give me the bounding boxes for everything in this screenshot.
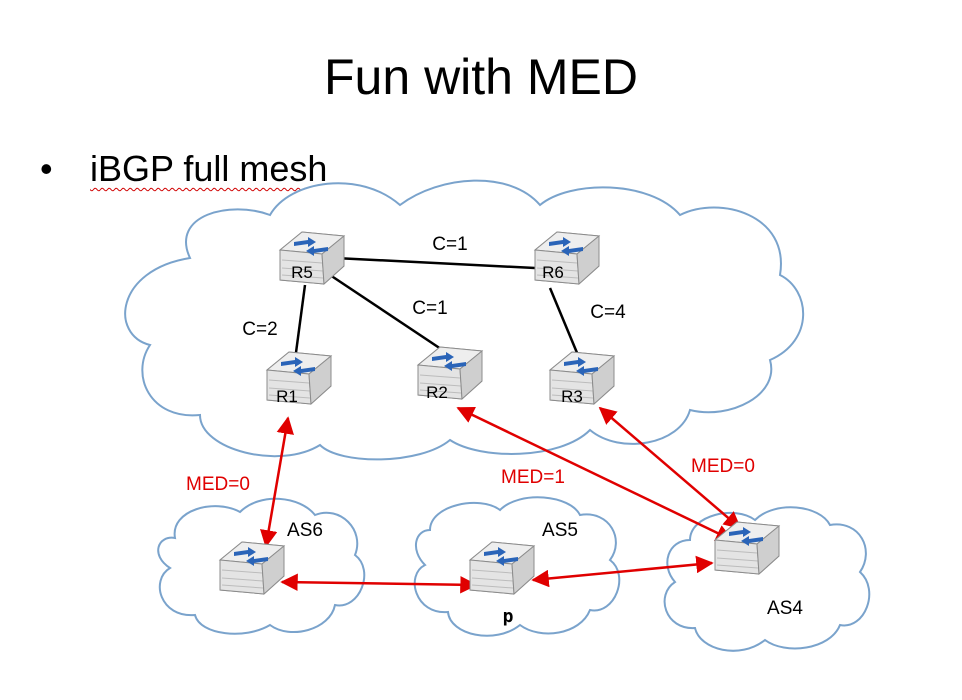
slide-title: Fun with MED bbox=[324, 49, 638, 105]
ibgp-cloud bbox=[124, 179, 805, 461]
router-label-r5: R5 bbox=[291, 263, 313, 282]
bullet-text: iBGP full mesh bbox=[90, 148, 328, 189]
router-label-r3: R3 bbox=[561, 387, 583, 406]
as-label-as4: AS4 bbox=[767, 598, 803, 619]
arrow-p-as4 bbox=[531, 555, 714, 588]
link-r5-r1 bbox=[293, 284, 307, 361]
router-label-r6: R6 bbox=[542, 263, 564, 282]
router-label-p: p bbox=[503, 606, 514, 627]
cost-label-r5-r6: C=1 bbox=[432, 234, 467, 255]
cost-label-r5-r1: C=2 bbox=[242, 319, 277, 340]
bullet-item: • iBGP full mesh bbox=[40, 148, 327, 190]
cost-label-r5-r2: C=1 bbox=[412, 298, 447, 319]
router-label-r2: R2 bbox=[426, 383, 448, 402]
link-r5-r6 bbox=[334, 256, 536, 270]
as-label-as5: AS5 bbox=[542, 520, 578, 541]
bullet-marker: • bbox=[40, 148, 53, 189]
cost-label-r6-r3: C=4 bbox=[590, 302, 626, 323]
arrow-r3-as4 bbox=[598, 406, 742, 530]
router-label-r1: R1 bbox=[276, 387, 298, 406]
arrow-r1-as6 bbox=[260, 416, 294, 548]
med-label-r1: MED=0 bbox=[186, 474, 250, 495]
med-label-r3: MED=0 bbox=[691, 456, 755, 477]
as-label-as6: AS6 bbox=[287, 520, 323, 541]
link-r5-r2 bbox=[329, 273, 451, 357]
link-r6-r3 bbox=[548, 287, 582, 361]
arrow-as6-p bbox=[280, 573, 478, 594]
med-label-r2: MED=1 bbox=[501, 467, 565, 488]
